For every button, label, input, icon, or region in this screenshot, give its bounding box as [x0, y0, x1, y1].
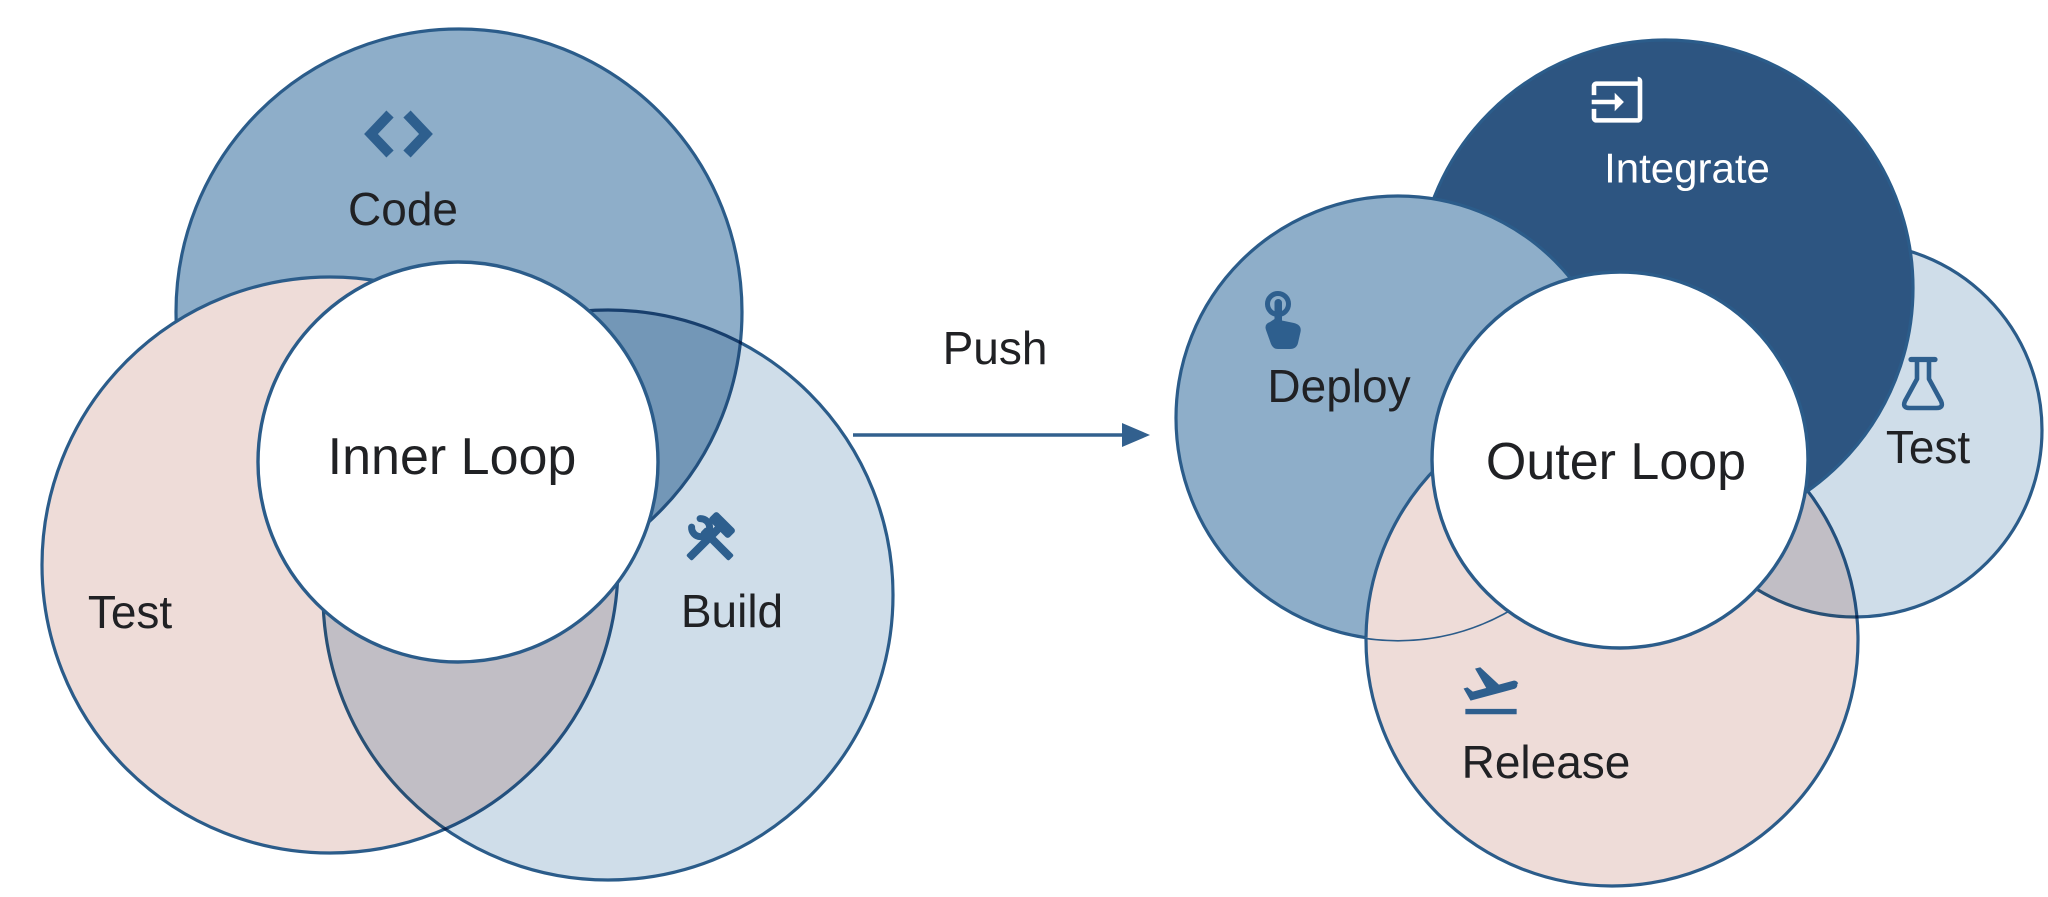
deploy-label: Deploy	[1267, 360, 1410, 412]
build-label: Build	[681, 585, 783, 637]
outer-test-label: Test	[1886, 421, 1971, 473]
outer-loop-title: Outer Loop	[1486, 433, 1746, 491]
code-label: Code	[348, 183, 458, 235]
push-arrow	[853, 423, 1150, 447]
code-chevrons-icon	[364, 110, 433, 158]
inner-loop-title: Inner Loop	[328, 428, 577, 486]
inner-test-label: Test	[88, 586, 173, 638]
hammer-wrench-icon	[686, 512, 735, 561]
flask-icon	[1901, 356, 1945, 411]
flight-takeoff-icon	[1463, 667, 1519, 715]
integrate-label: Integrate	[1604, 145, 1770, 192]
push-label: Push	[943, 322, 1048, 374]
release-label: Release	[1462, 736, 1631, 788]
outer-loop-group: Integrate Deploy Outer Loop Test Release	[1174, 38, 2044, 888]
input-arrow-icon	[1591, 76, 1643, 123]
outer-loop-hub	[1430, 270, 1810, 650]
inner-loop-group: Code Inner Loop Test Build	[40, 27, 895, 882]
inner-loop-hub	[256, 260, 660, 664]
touch-icon	[1265, 291, 1301, 349]
